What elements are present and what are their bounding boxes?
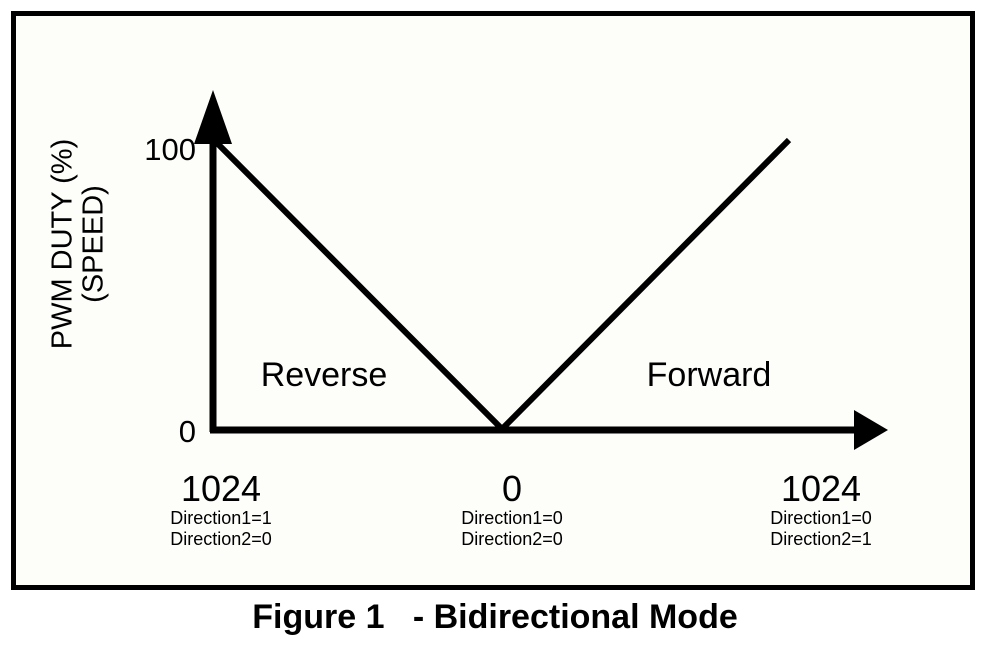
y-axis-arrowhead: [194, 90, 232, 144]
x-direction1-left: Direction1=1: [170, 507, 272, 528]
x-direction2-right: Direction2=1: [770, 529, 872, 550]
figure-caption: Figure 1 - Bidirectional Mode: [252, 598, 738, 636]
plot-area-svg: [194, 90, 888, 450]
region-label-forward: Forward: [646, 356, 772, 394]
x-axis-group-right: 1024 Direction1=0 Direction2=1: [721, 468, 921, 551]
x-value-center: 0: [501, 468, 523, 509]
region-label-reverse: Reverse: [260, 356, 388, 394]
x-axis-group-left: 1024 Direction1=1 Direction2=0: [121, 468, 321, 551]
x-value-left: 1024: [180, 468, 262, 509]
x-axis-group-center: 0 Direction1=0 Direction2=0: [412, 468, 612, 551]
x-direction2-center: Direction2=0: [461, 529, 563, 550]
figure-border-frame: PWM DUTY (%) (SPEED) 100 0 Reverse Forwa…: [11, 11, 975, 590]
x-direction1-center: Direction1=0: [461, 507, 563, 528]
reverse-slope-line: [213, 139, 505, 432]
x-axis-arrowhead: [854, 410, 888, 450]
forward-slope-line: [499, 137, 792, 432]
x-value-right: 1024: [780, 468, 862, 509]
y-tick-label-100: 100: [144, 132, 196, 167]
x-direction1-right: Direction1=0: [770, 507, 872, 528]
y-tick-label-0: 0: [178, 414, 196, 449]
x-direction2-left: Direction2=0: [170, 529, 272, 550]
